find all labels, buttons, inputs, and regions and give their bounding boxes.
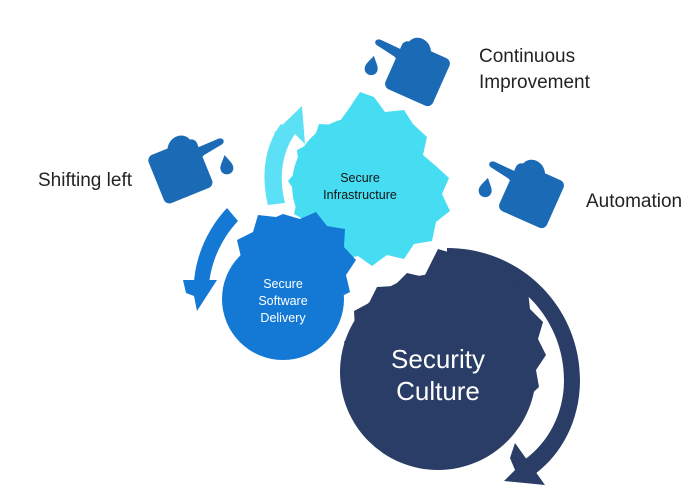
oil-can-shifting-left[interactable] xyxy=(144,128,238,207)
label-continuous-improvement-line2: Improvement xyxy=(479,72,591,93)
gear-security-culture-line1: Security xyxy=(391,344,485,374)
label-automation: Automation xyxy=(586,191,682,212)
arrow-group xyxy=(183,106,580,485)
gear-secure-infrastructure-line1: Secure xyxy=(340,171,380,185)
gear-secure-software-delivery-line2: Software xyxy=(258,294,307,308)
label-shifting-left: Shifting left xyxy=(38,170,133,191)
gear-secure-infrastructure[interactable]: Secure Infrastructure xyxy=(288,92,450,266)
gear-security-culture[interactable]: Security Culture xyxy=(340,249,546,470)
gears-group: Secure Infrastructure Secure Software De… xyxy=(222,92,546,470)
navy-clockwise-arrow xyxy=(447,248,580,485)
cyan-up-arrow xyxy=(264,106,305,205)
blue-down-arrow xyxy=(183,208,238,311)
oil-can-automation[interactable] xyxy=(473,151,569,233)
gear-secure-software-delivery-line1: Secure xyxy=(263,277,303,291)
gear-secure-software-delivery-line3: Delivery xyxy=(260,311,306,325)
gear-secure-software-delivery[interactable]: Secure Software Delivery xyxy=(222,212,356,360)
gear-security-culture-line2: Culture xyxy=(396,376,480,406)
labels-group: Shifting left Continuous Improvement Aut… xyxy=(38,46,682,212)
label-continuous-improvement-line1: Continuous xyxy=(479,46,575,67)
gear-secure-infrastructure-line2: Infrastructure xyxy=(323,188,397,202)
